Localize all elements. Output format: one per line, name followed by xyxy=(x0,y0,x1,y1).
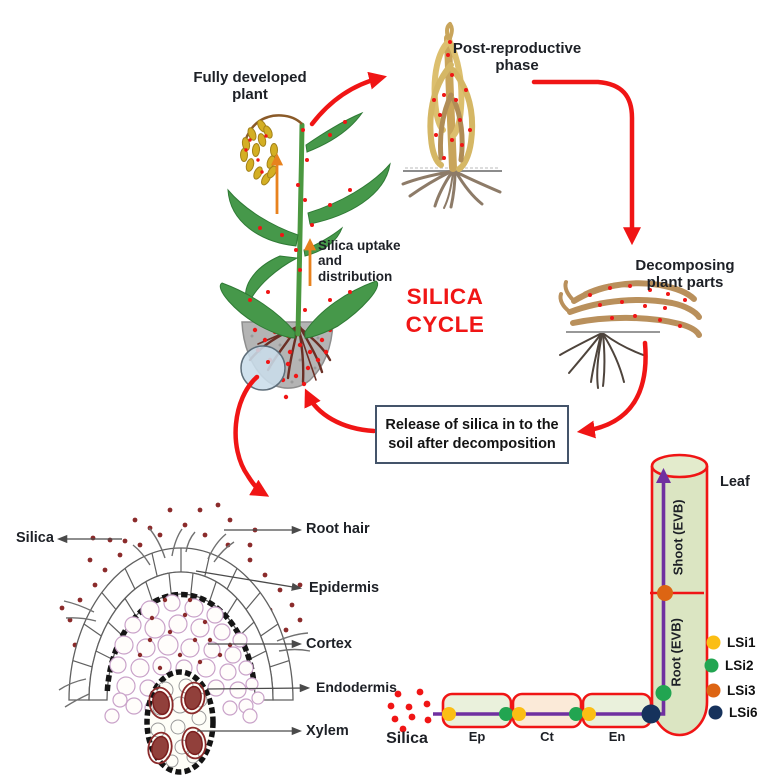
withered-roots xyxy=(401,170,502,209)
segment-label-ct: Ct xyxy=(540,729,554,744)
fully-developed-plant-illustration xyxy=(219,111,391,400)
label-arrows xyxy=(56,525,311,736)
post-reproductive-plant-illustration xyxy=(401,22,502,209)
lsi3-dot-icon xyxy=(706,683,721,698)
silica-dots-plant xyxy=(244,120,352,312)
epidermis-band xyxy=(68,547,294,701)
legend-label-lsi2: LSi2 xyxy=(725,658,754,673)
exodermis-beaded-arc xyxy=(104,591,258,692)
silica-cycle-title: SILICA CYCLE xyxy=(405,284,485,338)
lsi1-dot-ep xyxy=(442,707,456,721)
plant-stem xyxy=(295,122,305,337)
lsi2-dot-ep xyxy=(499,707,513,721)
xylem-vessels xyxy=(147,681,207,765)
shoot-evb-label: Shoot (EVB) xyxy=(670,499,686,576)
decomposing-leaves xyxy=(558,280,702,338)
release-note-box: Release of silica in to the soil after d… xyxy=(375,405,569,464)
segment-label-en: En xyxy=(608,729,626,744)
arrow-decomposing-to-release xyxy=(576,340,648,439)
leaf-label: Leaf xyxy=(720,474,750,490)
cross-section-silica-label: Silica xyxy=(16,530,54,546)
cylinder-top xyxy=(650,453,709,479)
legend-item-lsi2: LSi2 xyxy=(704,658,754,673)
lsi6-dot-icon xyxy=(708,705,723,720)
silica-dots-decomposing xyxy=(588,284,687,328)
legend-label-lsi6: LSi6 xyxy=(729,705,758,720)
legend-label-lsi1: LSi1 xyxy=(727,635,756,650)
legend-item-lsi1: LSi1 xyxy=(706,635,756,650)
root-cross-section-illustration xyxy=(56,502,311,775)
silica-dot-cluster xyxy=(387,688,432,733)
epidermis-label: Epidermis xyxy=(309,580,380,596)
magnifier-circle xyxy=(240,345,286,391)
lsi2-dot-ct xyxy=(569,707,583,721)
decomposing-roots xyxy=(559,333,647,389)
silica-dots-withered xyxy=(432,40,472,160)
legend-item-lsi3: LSi3 xyxy=(706,683,756,698)
transport-path-arrow xyxy=(433,467,672,716)
segment-label-ep: Ep xyxy=(468,729,486,744)
post-reproductive-label: Post-reproductive phase xyxy=(452,40,582,74)
endodermis-label: Endodermis xyxy=(316,679,397,695)
decomposing-label: Decomposing plant parts xyxy=(635,257,735,291)
lsi6-dot xyxy=(641,704,661,724)
cortex-label: Cortex xyxy=(306,636,352,652)
decomposing-plant-illustration xyxy=(558,280,702,389)
cycle-arrows xyxy=(233,71,648,497)
xylem-label: Xylem xyxy=(306,723,349,739)
root-hair-label: Root hair xyxy=(306,521,370,537)
arrow-developed-to-postreproductive xyxy=(309,71,387,127)
transport-silica-label: Silica xyxy=(386,730,428,747)
arrow-postreproductive-to-decomposing xyxy=(531,79,641,246)
grain-head xyxy=(240,114,303,186)
transport-pathway-illustration xyxy=(387,453,709,737)
lsi1-dot-icon xyxy=(706,635,721,650)
silica-particles xyxy=(59,502,303,648)
root-evb-label: Root (EVB) xyxy=(668,618,684,687)
root-hairs xyxy=(58,527,311,708)
fully-developed-plant-label: Fully developed plant xyxy=(193,69,307,103)
lsi1-dot-en xyxy=(582,707,596,721)
lsi2-dot-icon xyxy=(704,658,719,673)
silica-uptake-label: Silica uptake and distribution xyxy=(318,238,401,284)
lsi1-dot-ct xyxy=(512,707,526,721)
lsi2-dot-root xyxy=(655,685,672,701)
legend-item-lsi6: LSi6 xyxy=(708,705,758,720)
uptake-arrows xyxy=(270,153,317,286)
arrow-soil-to-crosssection xyxy=(233,374,270,497)
arrow-release-to-soil xyxy=(304,388,377,434)
lsi3-dot xyxy=(657,585,673,601)
legend-label-lsi3: LSi3 xyxy=(727,683,756,698)
